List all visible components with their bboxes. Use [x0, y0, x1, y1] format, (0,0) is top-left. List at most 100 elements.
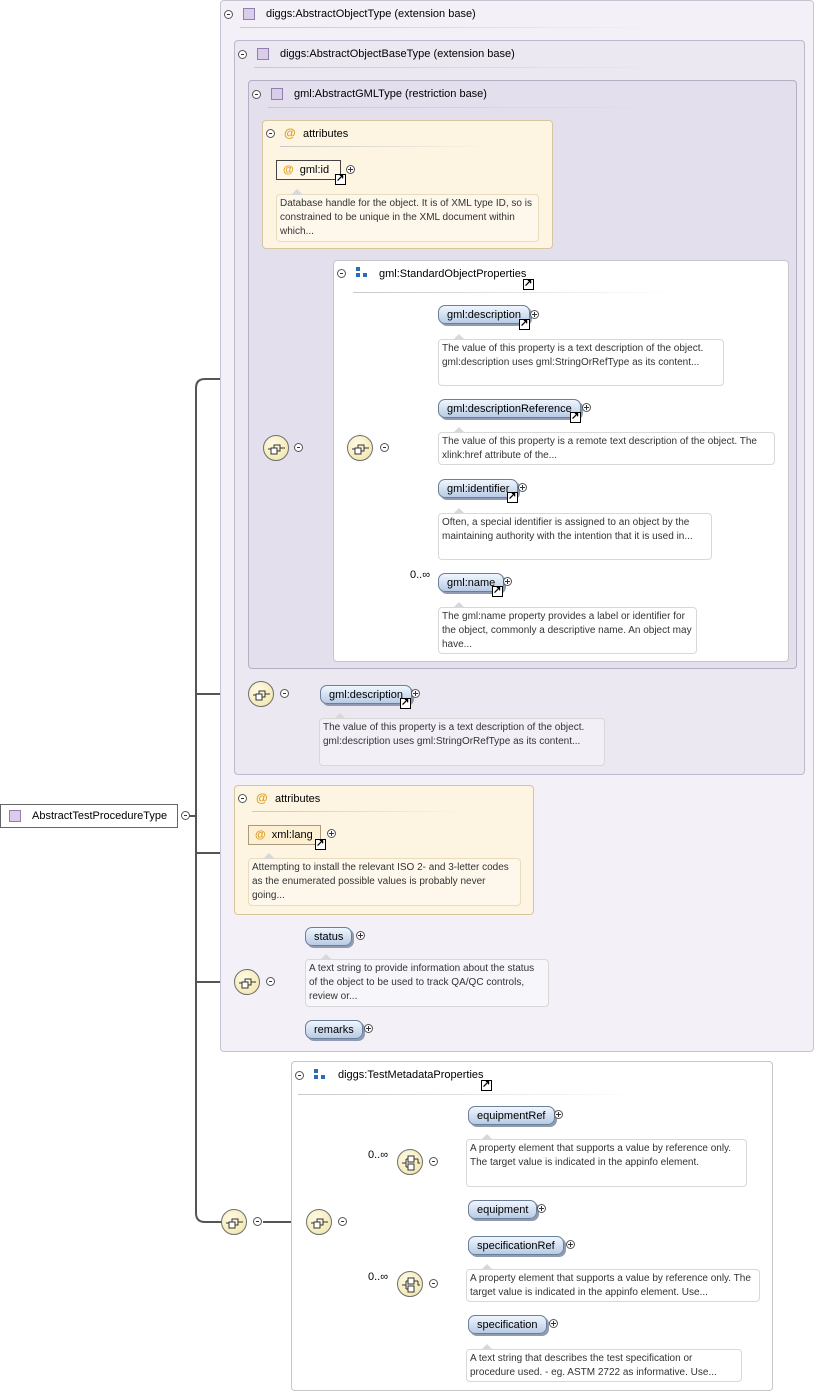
- header-divider: [280, 146, 490, 147]
- sequence-compositor-icon[interactable]: [347, 435, 373, 461]
- complex-type-icon: [271, 88, 283, 100]
- base-gml-description-element[interactable]: gml:description: [320, 685, 412, 704]
- gml-description-note: The value of this property is a text des…: [438, 334, 724, 386]
- collapse-standard-object-properties[interactable]: [337, 269, 346, 278]
- group-icon: [356, 267, 368, 279]
- collapse-lang-attributes[interactable]: [238, 794, 247, 803]
- expand-status[interactable]: [356, 931, 365, 940]
- expand-base-gml-description[interactable]: [411, 689, 420, 698]
- gml-description-reference-note: The value of this property is a remote t…: [438, 427, 775, 465]
- gml-id-reference-icon[interactable]: [335, 172, 346, 185]
- xml-lang-attribute[interactable]: @ xml:lang: [248, 825, 321, 845]
- gml-id-attribute[interactable]: @ gml:id: [276, 160, 341, 180]
- status-element[interactable]: status: [305, 927, 353, 946]
- expand-remarks[interactable]: [364, 1024, 373, 1033]
- test-metadata-properties-reference-icon[interactable]: [481, 1078, 492, 1091]
- equipment-ref-element[interactable]: equipmentRef: [468, 1106, 555, 1125]
- group-icon: [314, 1069, 326, 1081]
- complex-type-icon: [243, 8, 255, 20]
- collapse-sequence[interactable]: [294, 443, 303, 452]
- abstract-gml-type-header: gml:AbstractGMLType (restriction base): [294, 88, 487, 100]
- specification-ref-note: A property element that supports a value…: [466, 1264, 760, 1302]
- collapse-choice[interactable]: [429, 1157, 438, 1166]
- standard-object-properties-header: gml:StandardObjectProperties: [379, 268, 527, 280]
- choice-compositor-icon[interactable]: [397, 1149, 423, 1175]
- expand-specification[interactable]: [549, 1319, 558, 1328]
- header-divider: [298, 1094, 638, 1095]
- remarks-element[interactable]: remarks: [305, 1020, 363, 1039]
- root-type-box[interactable]: AbstractTestProcedureType: [0, 804, 178, 828]
- gml-identifier-reference-icon[interactable]: [507, 490, 518, 503]
- collapse-abstract-gml-type[interactable]: [252, 90, 261, 99]
- expand-gml-identifier[interactable]: [518, 483, 527, 492]
- gml-description-element[interactable]: gml:description: [438, 305, 530, 324]
- gml-id-label: gml:id: [299, 164, 330, 176]
- standard-object-properties-reference-icon[interactable]: [523, 277, 534, 290]
- sequence-compositor-icon[interactable]: [221, 1209, 247, 1235]
- expand-gml-id[interactable]: [346, 165, 355, 174]
- gml-id-note: Database handle for the object. It is of…: [276, 189, 539, 242]
- attribute-icon: @: [255, 829, 266, 841]
- test-metadata-properties-header: diggs:TestMetadataProperties: [338, 1069, 484, 1081]
- gml-description-reference-element[interactable]: gml:descriptionReference: [438, 399, 581, 418]
- header-divider: [252, 811, 462, 812]
- header-divider: [240, 27, 660, 28]
- collapse-sequence[interactable]: [338, 1217, 347, 1226]
- gml-description-reference-icon[interactable]: [519, 317, 530, 330]
- specification-note: A text string that describes the test sp…: [466, 1344, 742, 1382]
- header-divider: [268, 107, 668, 108]
- choice-compositor-icon[interactable]: [397, 1271, 423, 1297]
- xml-lang-label: xml:lang: [271, 829, 313, 841]
- collapse-choice[interactable]: [429, 1279, 438, 1288]
- gml-description-reference-reference-icon[interactable]: [570, 410, 581, 423]
- root-type-label: AbstractTestProcedureType: [32, 810, 168, 822]
- attribute-icon: @: [284, 126, 296, 140]
- expand-gml-description[interactable]: [530, 310, 539, 319]
- expand-specification-ref[interactable]: [566, 1240, 575, 1249]
- base-gml-description-reference-icon[interactable]: [400, 696, 411, 709]
- equipment-ref-note: A property element that supports a value…: [466, 1134, 747, 1187]
- lang-attributes-header: attributes: [275, 793, 321, 805]
- expand-equipment[interactable]: [537, 1204, 546, 1213]
- gml-identifier-note: Often, a special identifier is assigned …: [438, 508, 712, 560]
- complex-type-icon: [257, 48, 269, 60]
- expand-gml-description-reference[interactable]: [582, 403, 591, 412]
- specification-ref-element[interactable]: specificationRef: [468, 1236, 564, 1255]
- gml-attributes-header: attributes: [303, 128, 349, 140]
- sequence-compositor-icon[interactable]: [306, 1209, 332, 1235]
- attribute-icon: @: [283, 164, 294, 176]
- collapse-abstract-object-base-type[interactable]: [238, 50, 247, 59]
- collapse-root-type[interactable]: [181, 811, 190, 820]
- collapse-abstract-object-type[interactable]: [224, 10, 233, 19]
- sequence-compositor-icon[interactable]: [263, 435, 289, 461]
- header-divider: [254, 67, 674, 68]
- specification-element[interactable]: specification: [468, 1315, 547, 1334]
- gml-name-element[interactable]: gml:name: [438, 573, 505, 592]
- collapse-sequence[interactable]: [380, 443, 389, 452]
- equipment-element[interactable]: equipment: [468, 1200, 538, 1219]
- xml-lang-note: Attempting to install the relevant ISO 2…: [248, 853, 521, 906]
- status-note: A text string to provide information abo…: [305, 954, 549, 1007]
- sequence-compositor-icon[interactable]: [234, 969, 260, 995]
- xml-lang-reference-icon[interactable]: [315, 837, 326, 850]
- sequence-compositor-icon[interactable]: [248, 681, 274, 707]
- gml-name-reference-icon[interactable]: [492, 584, 503, 597]
- gml-name-occurrence: 0..∞: [410, 569, 431, 581]
- header-divider: [353, 292, 673, 293]
- gml-identifier-element[interactable]: gml:identifier: [438, 479, 519, 498]
- expand-gml-name[interactable]: [503, 577, 512, 586]
- standard-object-properties-box: [333, 260, 789, 662]
- expand-xml-lang[interactable]: [327, 829, 336, 838]
- gml-name-note: The gml:name property provides a label o…: [438, 602, 697, 654]
- collapse-sequence[interactable]: [253, 1217, 262, 1226]
- collapse-sequence[interactable]: [266, 977, 275, 986]
- choice-1-occurrence: 0..∞: [368, 1149, 389, 1161]
- collapse-test-metadata-properties[interactable]: [295, 1071, 304, 1080]
- expand-equipment-ref[interactable]: [554, 1110, 563, 1119]
- choice-2-occurrence: 0..∞: [368, 1271, 389, 1283]
- collapse-gml-attributes[interactable]: [266, 129, 275, 138]
- abstract-object-base-type-header: diggs:AbstractObjectBaseType (extension …: [280, 48, 515, 60]
- base-gml-description-note: The value of this property is a text des…: [319, 713, 605, 766]
- collapse-sequence[interactable]: [280, 689, 289, 698]
- gml-attributes-box: [262, 120, 553, 249]
